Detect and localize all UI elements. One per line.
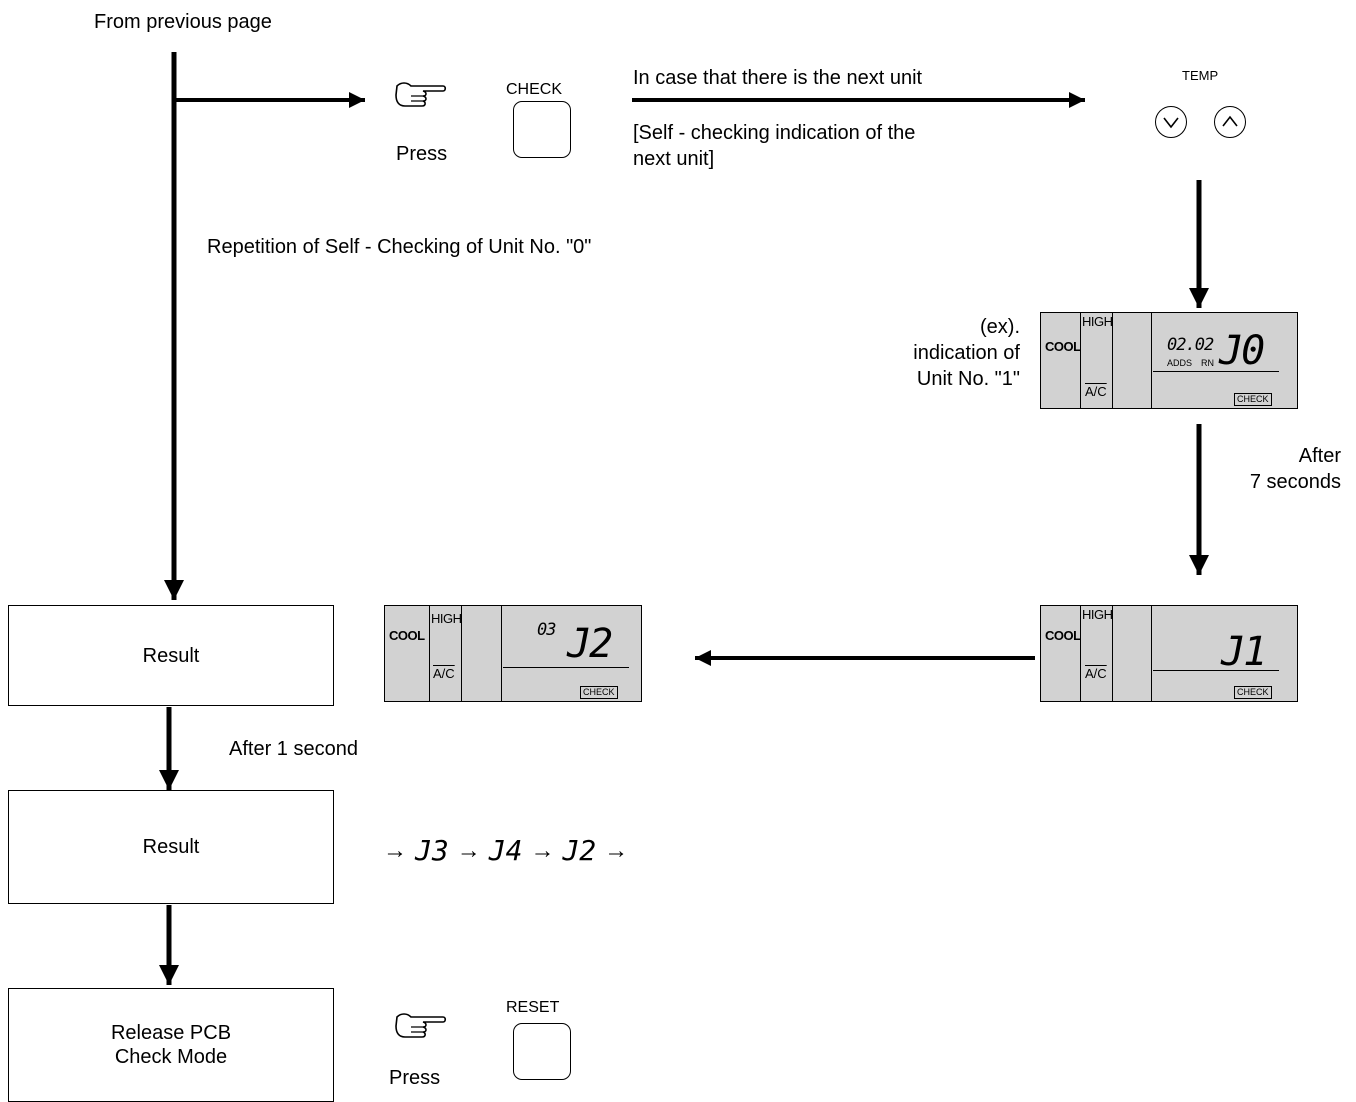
chevron-up-icon <box>1222 115 1238 127</box>
release-box: Release PCB Check Mode <box>8 988 334 1102</box>
check-button-label: CHECK <box>506 81 563 98</box>
lcd-code: J0 <box>1219 328 1265 374</box>
from-previous-page-label: From previous page <box>94 11 272 33</box>
release-label-2: Check Mode <box>114 1046 228 1068</box>
lcd-display-j2: COOL HIGH A/C 03 J2 CHECK <box>384 605 642 702</box>
self-check-text-1: [Self - checking indication of the <box>633 122 916 144</box>
temp-down-button[interactable] <box>1155 106 1187 138</box>
lcd-check-tag: CHECK <box>580 686 618 699</box>
check-button[interactable] <box>513 101 571 158</box>
chevron-down-icon <box>1163 117 1179 129</box>
press-label-1: Press <box>396 143 448 165</box>
seq-arrow-1: → <box>383 836 407 864</box>
seq-arrow-2: → <box>456 836 481 864</box>
seq-code-3: J2 <box>562 834 597 867</box>
lcd-mode: COOL <box>1045 339 1081 354</box>
reset-button[interactable] <box>513 1023 571 1080</box>
next-unit-text: In case that there is the next unit <box>633 67 923 89</box>
lcd-adds-label: ADDS <box>1167 358 1193 368</box>
after7-label-1: After <box>1298 445 1341 467</box>
lcd-fan: HIGH <box>431 611 462 626</box>
temp-up-button[interactable] <box>1214 106 1246 138</box>
lcd-display-j1: COOL HIGH A/C J1 CHECK <box>1040 605 1298 702</box>
lcd-small-digits: 02.02 <box>1167 335 1214 355</box>
seq-code-2: J4 <box>488 834 523 867</box>
lcd-display-unit-1: COOL HIGH A/C 02.02 ADDS RN J0 CHECK <box>1040 312 1298 409</box>
example-label-3: Unit No. "1" <box>916 368 1020 390</box>
result-box-2: Result <box>8 790 334 904</box>
after7-label-2: 7 seconds <box>1249 471 1341 493</box>
lcd-fan: HIGH <box>1082 607 1113 622</box>
self-check-text-2: next unit] <box>633 148 715 170</box>
temp-label: TEMP <box>1182 68 1219 83</box>
lcd-ac: A/C <box>1085 384 1107 399</box>
lcd-mode: COOL <box>389 628 425 643</box>
seq-arrow-4: → <box>604 836 629 864</box>
lcd-fan: HIGH <box>1082 314 1113 329</box>
seq-arrow-3: → <box>530 836 555 864</box>
lcd-check-tag: CHECK <box>1234 393 1272 406</box>
lcd-code: J1 <box>1221 629 1267 675</box>
lcd-ac: A/C <box>1085 666 1107 681</box>
example-label-2: indication of <box>913 342 1020 364</box>
press-label-2: Press <box>389 1067 441 1089</box>
pointing-hand-icon <box>393 1011 449 1046</box>
release-label-1: Release PCB <box>110 1022 232 1044</box>
result-label-1: Result <box>142 644 200 667</box>
lcd-code: J2 <box>567 621 613 667</box>
repetition-text: Repetition of Self - Checking of Unit No… <box>207 236 592 258</box>
reset-button-label: RESET <box>506 999 560 1016</box>
lcd-rn-label: RN <box>1201 358 1214 368</box>
result-label-2: Result <box>142 836 200 858</box>
lcd-ac: A/C <box>433 666 455 681</box>
pointing-hand-icon <box>393 80 449 115</box>
result-box-1: Result <box>8 605 334 706</box>
lcd-mode: COOL <box>1045 628 1081 643</box>
code-sequence: → J3 → J4 → J2 → <box>383 834 628 867</box>
example-label-1: (ex). <box>980 316 1020 338</box>
after1-label: After 1 second <box>229 738 358 760</box>
lcd-small-digits: 03 <box>537 620 557 640</box>
seq-code-1: J3 <box>415 834 449 867</box>
lcd-check-tag: CHECK <box>1234 686 1272 699</box>
